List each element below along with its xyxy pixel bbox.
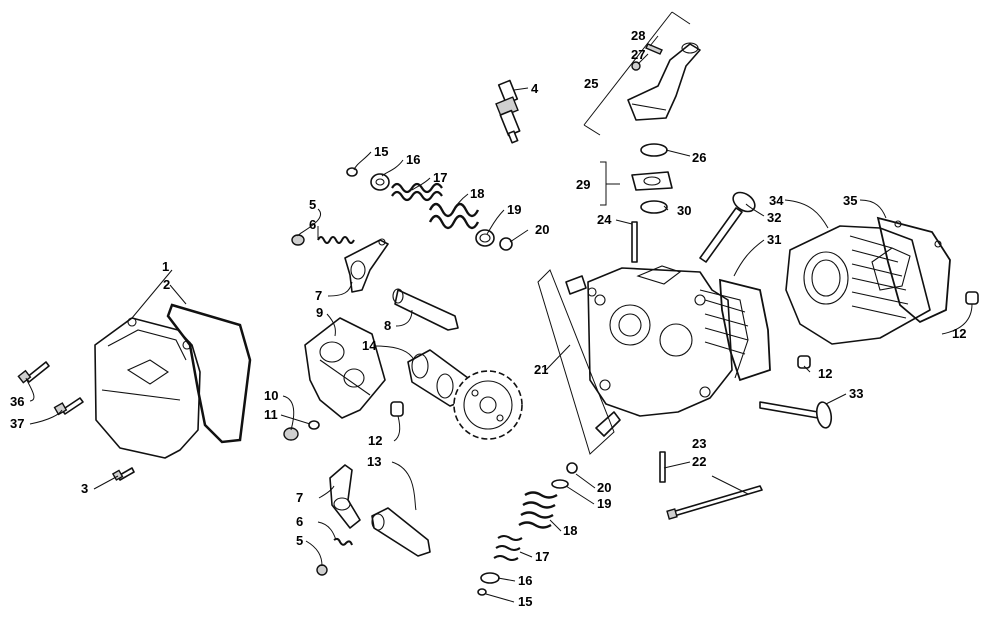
callout-23: 23 xyxy=(692,436,706,451)
callout-30: 30 xyxy=(677,203,691,218)
callout-8: 8 xyxy=(384,318,391,333)
callout-35: 35 xyxy=(843,193,857,208)
valve-cover-part xyxy=(94,317,201,459)
callout-16-upper: 16 xyxy=(406,152,420,167)
callout-9: 9 xyxy=(316,305,323,320)
stud-part xyxy=(631,221,638,263)
callout-24: 24 xyxy=(597,212,612,227)
callout-2: 2 xyxy=(163,277,170,292)
callout-15-upper: 15 xyxy=(374,144,388,159)
rocker-arm-lower-part xyxy=(316,464,431,576)
group-bracket xyxy=(537,11,691,455)
upper-valve-train-part xyxy=(346,167,513,251)
callout-33: 33 xyxy=(849,386,863,401)
callout-7-lower: 7 xyxy=(296,490,303,505)
callout-5-lower: 5 xyxy=(296,533,303,548)
callout-21: 21 xyxy=(534,362,548,377)
callout-19-upper: 19 xyxy=(507,202,521,217)
callout-11: 11 xyxy=(264,407,278,422)
callout-22: 22 xyxy=(692,454,706,469)
callout-5-upper: 5 xyxy=(309,197,316,212)
exhaust-valve-part xyxy=(699,191,756,263)
callout-4: 4 xyxy=(531,81,539,96)
leader-lines xyxy=(25,35,973,603)
cylinder-base-gasket-part xyxy=(876,216,951,324)
cylinder-part xyxy=(785,225,931,345)
callout-28: 28 xyxy=(631,28,645,43)
cylinder-gasket-part xyxy=(719,278,771,382)
callout-16-lower: 16 xyxy=(518,573,532,588)
callout-3: 3 xyxy=(81,481,88,496)
callout-34: 34 xyxy=(769,193,784,208)
callout-12-right: 12 xyxy=(952,326,966,341)
callout-18-upper: 18 xyxy=(470,186,484,201)
camshaft-holder-part xyxy=(283,317,404,441)
callout-17-lower: 17 xyxy=(535,549,549,564)
callout-20-upper: 20 xyxy=(535,222,549,237)
callout-15-lower: 15 xyxy=(518,594,532,609)
cylinder-head-part xyxy=(565,265,749,437)
callout-labels: 1 2 3 4 5 5 6 6 7 7 8 9 10 11 12 12 12 1… xyxy=(10,28,966,609)
callout-7-upper: 7 xyxy=(315,288,322,303)
callout-20-lower: 20 xyxy=(597,480,611,495)
callout-26: 26 xyxy=(692,150,706,165)
callout-31: 31 xyxy=(767,232,781,247)
intake-valve-part xyxy=(759,401,833,429)
callout-12-cylinder: 12 xyxy=(818,366,832,381)
callout-17-upper: 17 xyxy=(433,170,447,185)
lower-valve-train-part xyxy=(477,462,578,596)
valve-cover-gasket-part xyxy=(166,303,252,444)
head-bolt-part xyxy=(659,451,763,520)
callout-14: 14 xyxy=(362,338,377,353)
callout-19-lower: 19 xyxy=(597,496,611,511)
callout-29: 29 xyxy=(576,177,590,192)
callout-10: 10 xyxy=(264,388,278,403)
callout-12-holder: 12 xyxy=(368,433,382,448)
callout-27: 27 xyxy=(631,47,645,62)
spark-plug-part xyxy=(495,79,521,144)
callout-36: 36 xyxy=(10,394,24,409)
callout-18-lower: 18 xyxy=(563,523,577,538)
callout-13: 13 xyxy=(367,454,381,469)
callout-6-lower: 6 xyxy=(296,514,303,529)
intake-manifold-part xyxy=(627,42,701,214)
callout-32: 32 xyxy=(767,210,781,225)
callout-37: 37 xyxy=(10,416,24,431)
callout-6-upper: 6 xyxy=(309,217,316,232)
callout-1: 1 xyxy=(162,259,169,274)
camshaft-part xyxy=(407,349,523,440)
callout-25: 25 xyxy=(584,76,598,91)
